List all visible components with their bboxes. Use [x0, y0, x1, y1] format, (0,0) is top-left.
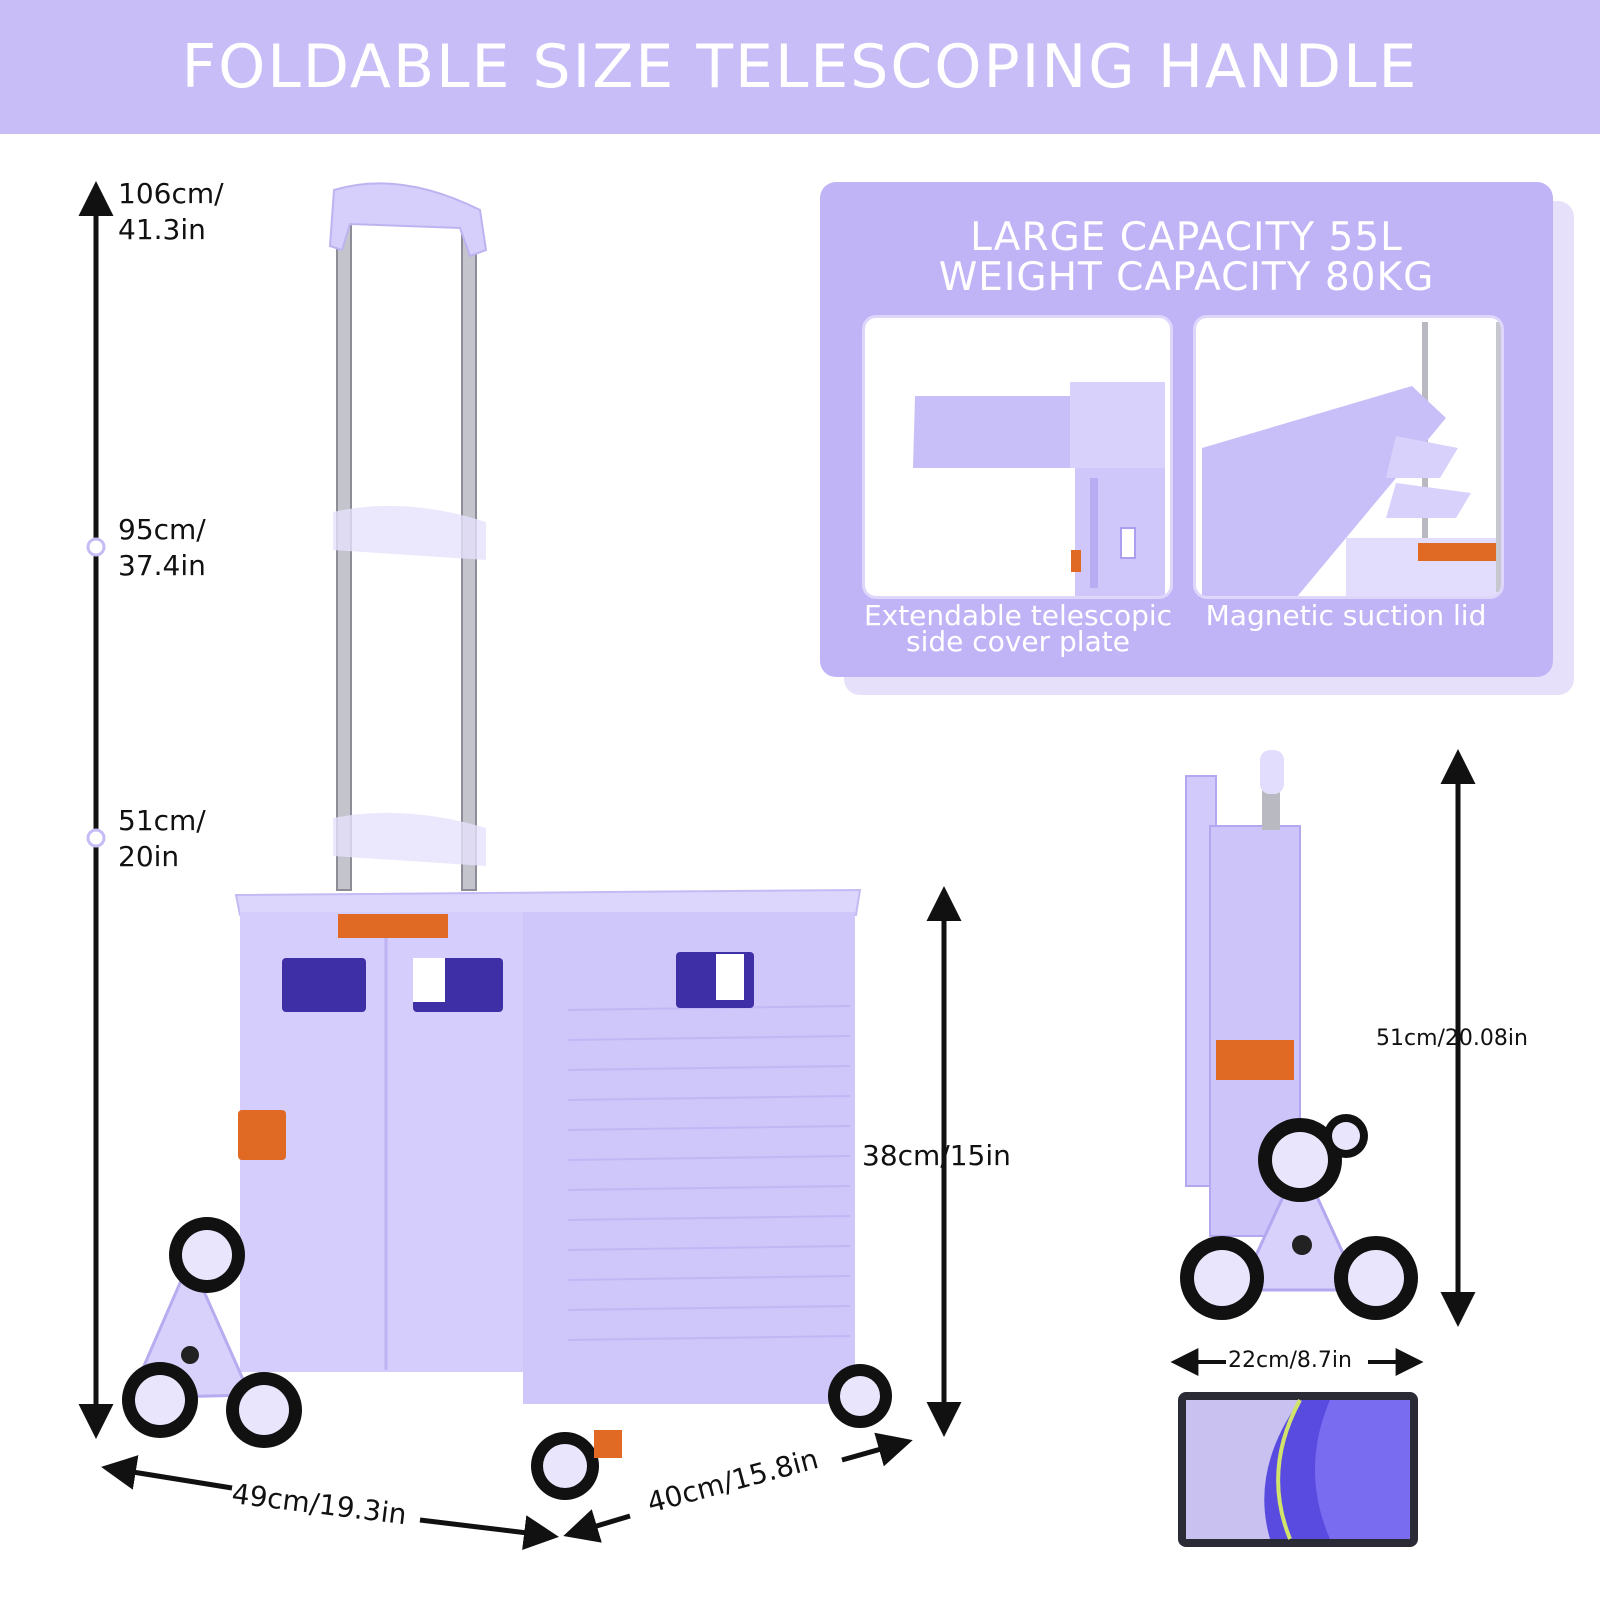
tri-wheel-left	[122, 1217, 302, 1448]
caster-wheels	[531, 1364, 892, 1500]
height-marker-95	[86, 537, 106, 557]
height-low-label: 51cm/ 20in	[118, 804, 206, 873]
length-arrow-right	[419, 1515, 559, 1551]
magnetic-lid-photo	[1193, 315, 1504, 599]
capacity-weight-text: WEIGHT CAPACITY 80KG	[938, 255, 1435, 300]
folded-height-label: 51cm/20.08in	[1376, 1026, 1528, 1051]
telescoping-handle	[328, 182, 488, 891]
side-plate-illustration	[913, 382, 1165, 596]
side-plate-caption: Extendable telescopic side cover plate	[863, 599, 1173, 658]
capacity-panel: LARGE CAPACITY 55L WEIGHT CAPACITY 80KG …	[820, 182, 1553, 677]
height-max-label: 106cm/ 41.3in	[118, 177, 224, 246]
folded-depth-label: 22cm/8.7in	[1228, 1348, 1352, 1373]
height-marker-51	[86, 828, 106, 848]
banner-title: FOLDABLE SIZE TELESCOPING HANDLE	[181, 32, 1419, 102]
tablet-thumbnail	[1178, 1392, 1418, 1547]
side-plate-photo	[862, 315, 1173, 599]
width-arrow-right	[841, 1432, 913, 1467]
folded-cart	[1180, 750, 1418, 1320]
capacity-volume-text: LARGE CAPACITY 55L	[970, 215, 1403, 260]
length-arrow-left	[101, 1455, 233, 1491]
title-banner: FOLDABLE SIZE TELESCOPING HANDLE	[0, 0, 1600, 134]
magnetic-lid-caption: Magnetic suction lid	[1205, 599, 1487, 632]
box-height-label: 38cm/15in	[862, 1139, 1011, 1172]
magnetic-lid-illustration	[1202, 322, 1501, 596]
height-mid-label: 95cm/ 37.4in	[118, 513, 206, 582]
cart-body	[234, 888, 862, 1404]
width-arrow-left	[563, 1509, 631, 1543]
